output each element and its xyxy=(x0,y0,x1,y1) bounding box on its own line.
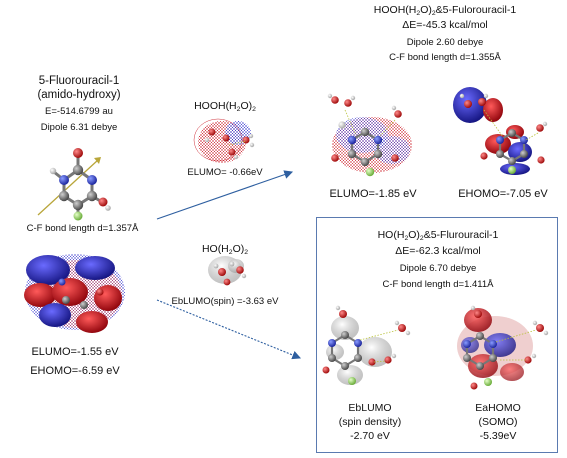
right-bottom-homo-label: EaHOMO xyxy=(475,402,521,414)
orbital-ho-spin xyxy=(208,256,247,286)
right-bottom-title: HO(H2O)2&5-Flurouracil-1 xyxy=(377,229,499,242)
left-dipole: Dipole 6.31 debye xyxy=(40,122,118,133)
right-bottom-dipole: Dipole 6.70 debye xyxy=(399,263,477,274)
arrow-upper xyxy=(156,170,294,220)
right-bottom-lumo-label: EbLUMO xyxy=(348,402,392,414)
left-title: 5-Fluorouracil-1 xyxy=(38,75,120,87)
right-top-lumo: ELUMO=-1.85 eV xyxy=(329,188,417,200)
right-top-delta-e: ΔE=-45.3 kcal/mol xyxy=(402,19,488,31)
left-homo: EHOMO=-6.59 eV xyxy=(30,365,120,377)
right-top-dipole: Dipole 2.60 debye xyxy=(406,37,484,48)
mid-bottom-label: HO(H2O)2 xyxy=(201,243,249,256)
right-bottom-lumo-sub: (spin density) xyxy=(338,416,402,428)
right-top-bond-length: C-F bond length d=1.355Å xyxy=(389,52,501,63)
orbital-5fu-lumo xyxy=(24,254,125,333)
right-bottom-homo-value: -5.39eV xyxy=(479,430,517,442)
left-lumo: ELUMO=-1.55 eV xyxy=(31,346,119,358)
right-bottom-bond-length: C-F bond length d=1.411Å xyxy=(382,279,494,290)
right-bottom-lumo-value: -2.70 eV xyxy=(350,430,390,442)
right-top-homo: EHOMO=-7.05 eV xyxy=(458,188,548,200)
right-bottom-homo-sub: (SOMO) xyxy=(478,416,518,428)
mid-top-label: HOOH(H2O)2 xyxy=(194,100,256,113)
orbital-ho-5fu-spin xyxy=(322,305,411,385)
right-top-title: HOOH(H2O)2&5-Fulorouracil-1 xyxy=(373,4,517,17)
orbital-hooh-5fu-lumo xyxy=(327,93,412,177)
mid-bottom-lumo: EbLUMO(spin) =-3.63 eV xyxy=(171,296,279,307)
orbital-ho-5fu-somo xyxy=(457,305,549,390)
left-subtitle: (amido-hydroxy) xyxy=(37,89,121,101)
orbital-hooh-lumo xyxy=(193,118,255,163)
orbital-hooh-5fu-homo xyxy=(453,87,548,175)
complex-ho-5fu-box xyxy=(316,217,558,453)
left-bond-length: C-F bond length d=1.357Å xyxy=(26,223,139,234)
arrow-lower xyxy=(156,299,302,360)
molecule-5fu-structure xyxy=(37,148,111,221)
left-energy: E=-514.6799 au xyxy=(45,106,113,117)
mid-top-lumo: ELUMO= -0.66eV xyxy=(187,167,263,178)
right-bottom-delta-e: ΔE=-62.3 kcal/mol xyxy=(395,245,481,257)
